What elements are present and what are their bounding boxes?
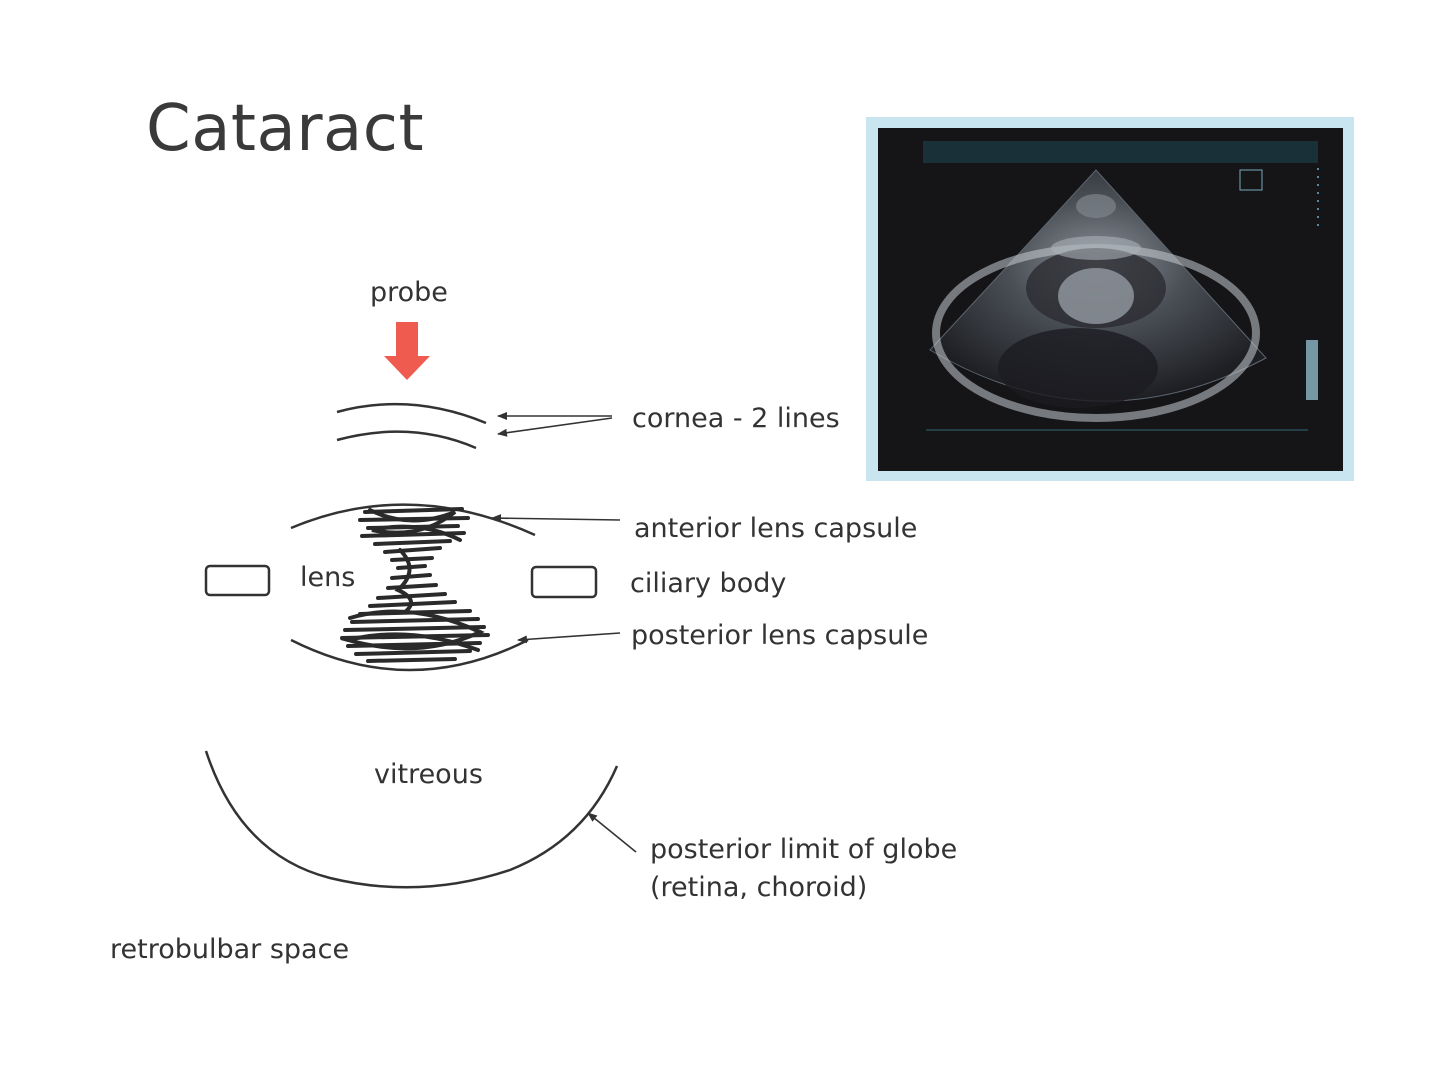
vitreous-label: vitreous <box>374 759 483 790</box>
probe-arrow-icon <box>384 322 430 380</box>
cataract-opacity <box>340 507 490 663</box>
lens-label: lens <box>300 562 356 593</box>
ciliary-body-left <box>204 564 271 597</box>
ciliary-body-label: ciliary body <box>630 568 787 599</box>
cornea-label: cornea - 2 lines <box>632 403 840 434</box>
anterior-lens-capsule-label: anterior lens capsule <box>634 513 918 544</box>
anterior-lens-capsule-curve <box>290 503 536 537</box>
cornea-line-outer <box>336 402 487 425</box>
posterior-lens-capsule-curve <box>290 638 529 672</box>
posterior-globe-pointer <box>587 812 637 853</box>
slide-title: Cataract <box>146 92 425 166</box>
cornea-pointer-2 <box>497 417 613 437</box>
posterior-lens-capsule-label: posterior lens capsule <box>631 620 929 651</box>
anterior-capsule-pointer <box>491 514 621 523</box>
ciliary-body-right <box>530 565 598 599</box>
posterior-limit-sublabel: (retina, choroid) <box>650 872 868 903</box>
posterior-capsule-pointer <box>517 632 621 644</box>
posterior-limit-label: posterior limit of globe <box>650 834 958 865</box>
posterior-globe-curve <box>204 750 619 889</box>
cornea-line-inner <box>336 430 477 450</box>
ultrasound-scan-graphic <box>923 141 1319 431</box>
retrobulbar-space-label: retrobulbar space <box>110 934 350 965</box>
ultrasound-image <box>878 128 1343 471</box>
probe-label: probe <box>370 277 448 308</box>
